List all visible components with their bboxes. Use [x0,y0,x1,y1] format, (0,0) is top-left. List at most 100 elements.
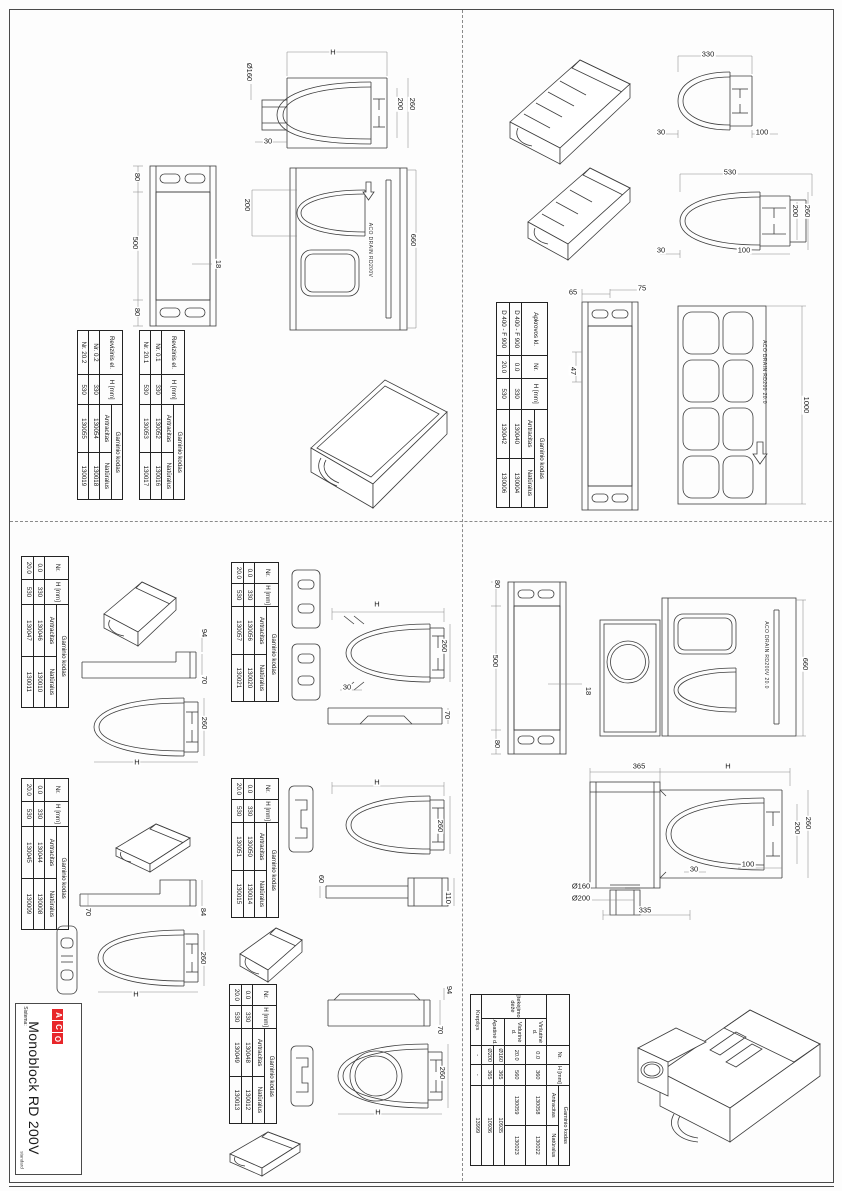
table-cell: 10936 [481,1085,494,1166]
table-cell: 130021 [231,654,244,702]
table-cell: 130046 [33,604,45,657]
table-cell: H [mm] [100,374,123,405]
table-cell: Antracitas [100,404,112,453]
table-cell: Natūralus [100,452,112,500]
dim-label: 100 [740,859,756,869]
table-cell: Nr. [45,556,69,580]
table-cell: 130040 [509,409,522,459]
table-cell: 130022 [525,1125,547,1166]
dim-label: 260 [439,638,449,654]
dim-label: 500 [490,653,500,669]
table-cell: Nr. 0.2 [88,330,100,375]
table-cell: 20.0 [21,778,34,802]
table-cell: 330 [150,374,162,405]
table-cell: Nr. [255,562,279,584]
dim-label: 47 [568,365,578,377]
table-cell: 560 [504,1064,526,1086]
table-cell: 130010 [33,656,45,708]
table-cell: 130056 [243,606,255,655]
table-cell: 530 [496,378,510,410]
dim-label: 365 [631,761,647,771]
dim-label: 65 [567,287,579,297]
sheet-frame [9,9,834,1183]
table-cell: 13999 [470,1085,482,1166]
table-cell: 130015 [231,870,244,918]
drawing-tr-530-side-view [660,173,813,258]
table-cell: 130049 [229,1028,242,1077]
dim-label: 100 [736,245,752,255]
table-cell: 130057 [231,606,244,655]
table-cell: Krepšys [470,994,482,1046]
dim-label: 200 [242,197,252,213]
dim-label: 75 [636,283,648,293]
table-cell: - [470,1064,482,1086]
table-cell: 130053 [139,404,151,453]
table-cell: D 400 - F 900 [496,302,510,356]
table-cell: H [mm] [162,374,185,405]
table-cell: Nr. [522,355,548,379]
table-cell: Revizinis el. [162,330,185,375]
table-cell: Ø200 [481,1045,494,1065]
table-cell: 10935 [493,1085,505,1166]
table-cell: 130014 [243,870,255,918]
table-cell: Gaminio kodas [56,826,69,930]
table-cell: Natūralus [255,870,267,918]
table-cell: Gaminio kodas [264,1028,277,1124]
table-cell: H [mm] [255,583,279,607]
table-cell: 130044 [33,826,45,879]
table-cell: 130042 [496,409,510,459]
dim-label: 70 [435,1024,445,1036]
aco-logo-square-a: A [52,1009,63,1020]
dim-label: 70 [442,709,452,721]
table-cell: H [mm] [45,801,69,827]
table-cell: 130011 [21,656,34,708]
drawing-bl1-isometric [103,581,177,647]
table-cell: 20.0 [21,556,34,580]
dim-label: 30 [655,245,667,255]
table-cell: 130058 [525,1085,547,1126]
dim-label: 80 [492,578,502,590]
table-cell: 0.0 [33,556,45,580]
table-cell: Gaminio kodas [56,604,69,708]
table-cell: 130006 [496,458,510,508]
table-cell: Revizinis el. [100,330,123,375]
table-cell: 130047 [21,604,34,657]
table-cell: Nr. [546,1045,570,1065]
drawing-tr-isometric-2 [527,167,631,261]
table-cell: Natūralus [522,458,535,508]
drawing-bl2-strip-view [319,877,455,907]
table-cell: Apkrovos kl. [522,302,548,356]
product-marking-text: ACO DRAIN RD200V 20.0 [763,621,769,689]
table-cell: 130016 [150,452,162,500]
dim-label: 200 [395,96,405,112]
dim-label: 80 [132,171,142,183]
aco-logo: A C O [52,1009,63,1044]
table-cell [546,994,570,1046]
dim-label: 260 [802,203,812,219]
dim-label: 60 [316,873,326,885]
drawing-bl1-base-profile [81,630,203,679]
dim-label: Ø160 [244,61,254,83]
aco-letter: A [53,1011,63,1018]
table-cell: 130018 [88,452,100,500]
drawing-br-side-view [589,768,809,920]
dim-label: 330 [700,49,716,59]
drawing-bl1-main-side-view [327,608,451,725]
drawing-bl2-isometric-2 [239,927,303,983]
dim-label: H [373,777,381,787]
drawing-bl2-end-cap-mid [288,785,314,853]
drawing-br-isometric [637,1009,821,1143]
table-cell: Nr. 20.1 [139,330,151,375]
aco-letter: C [53,1023,63,1030]
dim-label: H [724,761,732,771]
table-cell: 130051 [231,822,244,871]
table-cell: 0.0 [525,1045,547,1065]
